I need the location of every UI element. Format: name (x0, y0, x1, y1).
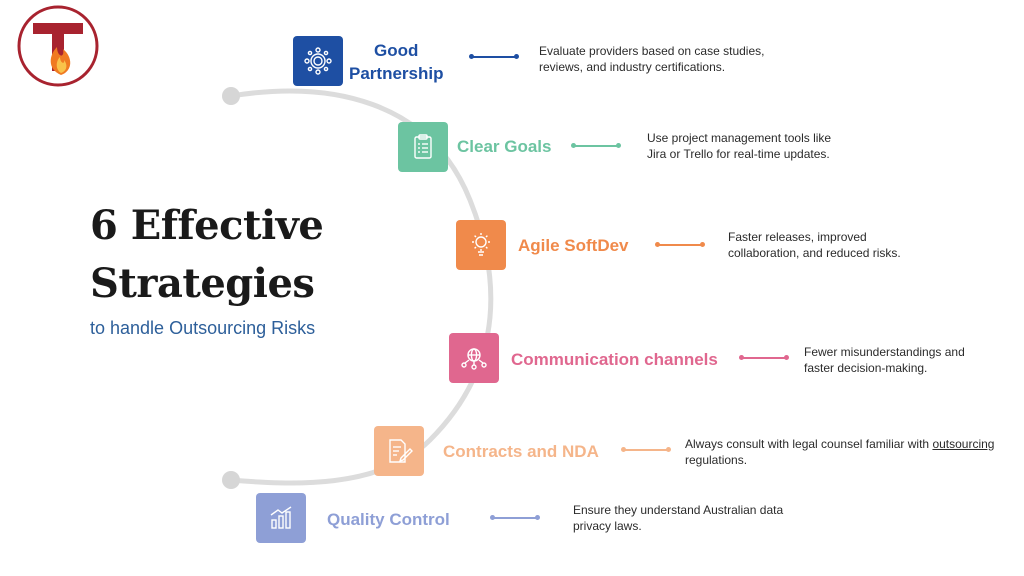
connector-quality-control (490, 515, 540, 520)
title-line-1: 6 Effective (90, 202, 324, 249)
gear-lightbulb-icon (472, 233, 490, 256)
page-title: 6 Effective Strategies (90, 197, 324, 313)
outsourcing-link[interactable]: outsourcing (932, 437, 995, 451)
strategy-desc-good-partnership: Evaluate providers based on case studies… (539, 44, 765, 74)
strategy-label-quality-control: Quality Control (327, 510, 450, 529)
connector-clear-goals (571, 143, 621, 148)
strategy-desc-agile-softdev: Faster releases, improved collaboration,… (728, 230, 901, 260)
connector-agile-softdev (655, 242, 705, 247)
strategy-label-clear-goals: Clear Goals (457, 137, 552, 156)
strategy-tile-good-partnership (293, 36, 343, 86)
strategy-tile-clear-goals (398, 122, 448, 172)
strategy-label-communication-channels: Communication channels (511, 350, 718, 369)
title-line-2: Strategies (90, 260, 315, 307)
connector-contracts-nda (621, 447, 671, 452)
connector-communication-channels (739, 355, 789, 360)
globe-people-icon (461, 348, 487, 370)
page-subtitle: to handle Outsourcing Risks (90, 318, 316, 338)
arc-end-dot (222, 471, 240, 489)
strategy-desc-contracts-nda: Always consult with legal counsel famili… (685, 437, 995, 467)
strategy-tile-contracts-nda (374, 426, 424, 476)
strategy-tile-agile-softdev (456, 220, 506, 270)
document-pen-icon (389, 439, 413, 463)
strategy-desc-quality-control: Ensure they understand Australian data p… (573, 503, 784, 533)
checklist-icon (414, 134, 432, 159)
strategy-label-agile-softdev: Agile SoftDev (518, 236, 629, 255)
strategy-label-good-partnership: Good Partnership (349, 41, 444, 83)
bar-chart-icon (270, 506, 292, 529)
strategy-tile-quality-control (256, 493, 306, 543)
connector-good-partnership (469, 54, 519, 59)
flame-t-logo-icon (17, 5, 99, 87)
brand-logo[interactable] (17, 5, 99, 87)
strategy-label-contracts-nda: Contracts and NDA (443, 442, 599, 461)
network-gear-icon (304, 47, 332, 75)
strategy-desc-communication-channels: Fewer misunderstandings and faster decis… (804, 345, 965, 375)
strategy-tile-communication-channels (449, 333, 499, 383)
strategy-desc-clear-goals: Use project management tools like Jira o… (647, 131, 832, 161)
arc-start-dot (222, 87, 240, 105)
